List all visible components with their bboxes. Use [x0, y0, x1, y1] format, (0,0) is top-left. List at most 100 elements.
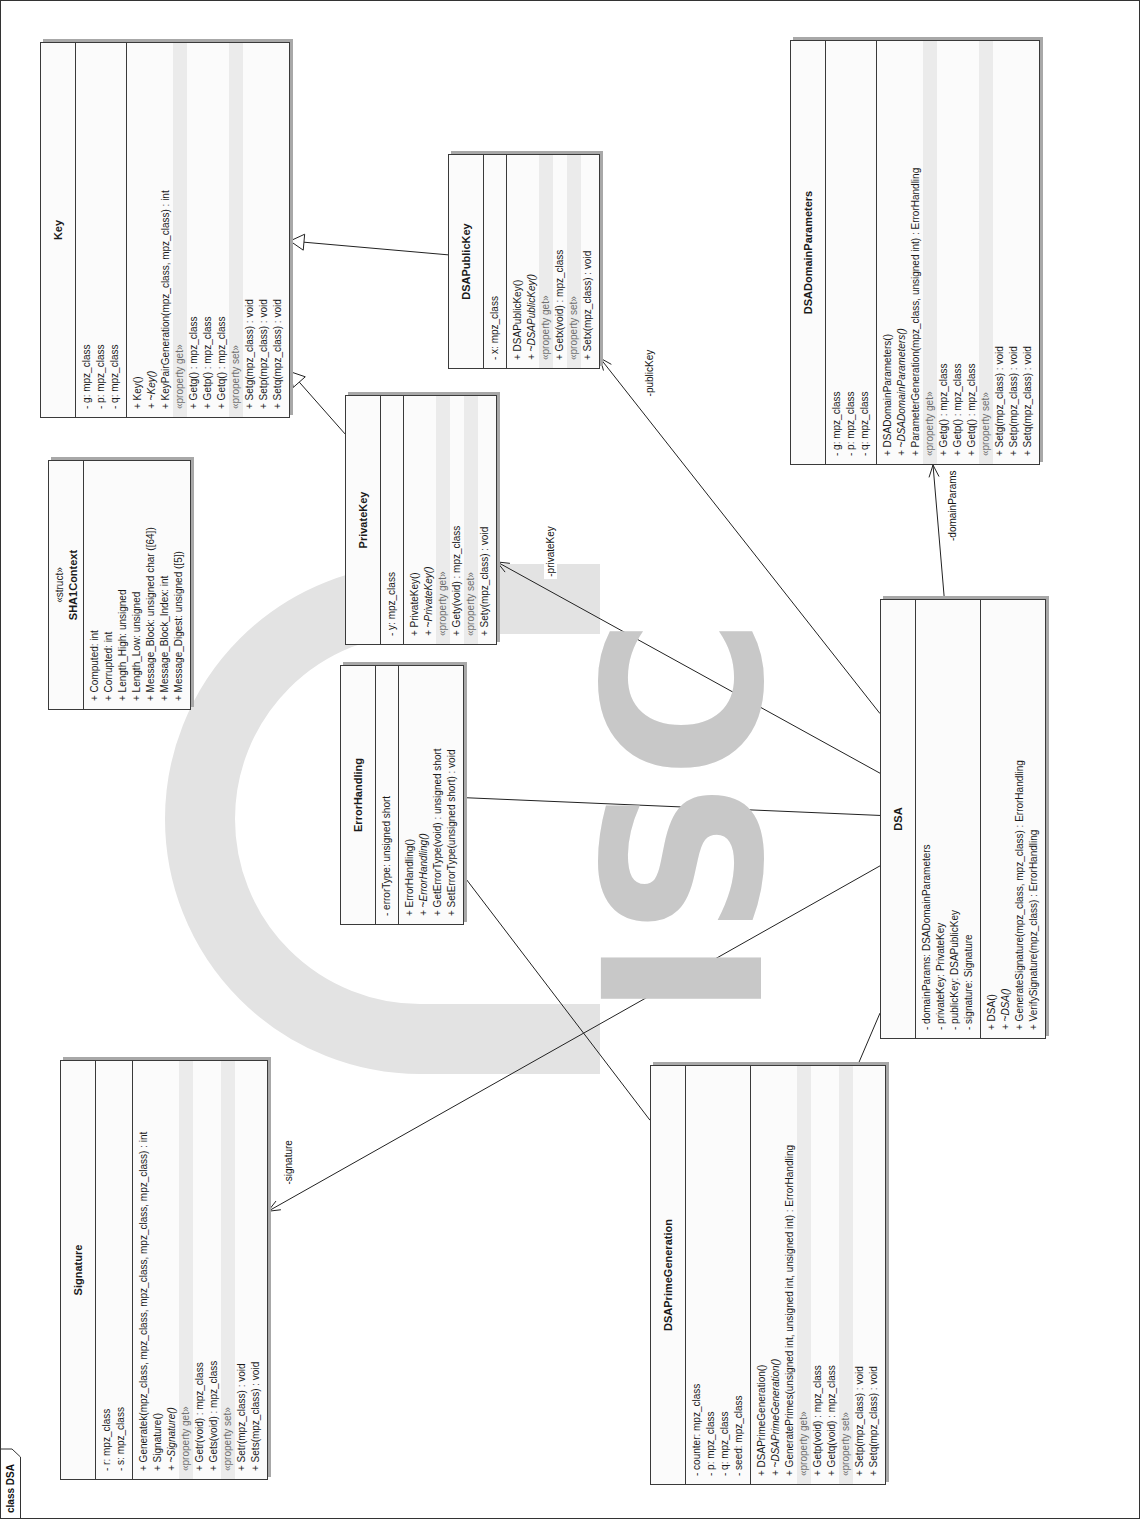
- role-name: -privateKey: [544, 524, 557, 579]
- class-compartment: + PrivateKey()+ ~PrivateKey()«property g…: [403, 396, 496, 644]
- class-compartment: - errorType: unsigned short: [375, 666, 398, 924]
- class-member: - g: mpz_class: [80, 43, 94, 417]
- class-member: + Signature(): [151, 1061, 165, 1479]
- class-compartment: - domainParams: DSADomainParameters- pri…: [915, 600, 980, 1038]
- uml-class-box: DSAPublicKey- x: mpz_class+ DSAPublicKey…: [448, 154, 600, 369]
- class-member: + ParameterGeneration(mpz_class, unsigne…: [909, 41, 923, 464]
- association-arrowhead: [268, 1201, 281, 1211]
- connector: [858, 1013, 880, 1065]
- association-arrowhead: [600, 358, 611, 371]
- property-group: «property get»: [539, 155, 553, 368]
- class-member: + Setp(mpz_class) : void: [853, 1066, 867, 1484]
- class-name: SHA1Context: [66, 550, 80, 620]
- class-name: DSADomainParameters: [801, 191, 815, 315]
- class-member: - signature: Signature: [962, 600, 976, 1038]
- class-member: - g: mpz_class: [830, 41, 844, 464]
- class-compartment: - y: mpz_class: [380, 396, 403, 644]
- class-member: + ~Signature(): [165, 1061, 179, 1479]
- class-header: «struct»SHA1Context: [49, 461, 83, 709]
- class-member: + SetErrorType(unsigned short) : void: [445, 666, 459, 924]
- class-member: - q: mpz_class: [108, 43, 122, 417]
- class-member: + Getp(void) : mpz_class: [811, 1066, 825, 1484]
- class-member: + ~DSA(): [999, 600, 1013, 1038]
- class-name: Key: [51, 220, 65, 240]
- class-member: + Gety(void) : mpz_class: [450, 396, 464, 644]
- class-member: + Message_Block_Index: int: [158, 461, 172, 709]
- class-member: - s: mpz_class: [114, 1061, 128, 1479]
- property-group: «property set»: [221, 1061, 235, 1479]
- class-name: DSAPublicKey: [459, 223, 473, 299]
- class-name: ErrorHandling: [351, 758, 365, 832]
- class-name: DSAPrimeGeneration: [661, 1219, 675, 1331]
- class-compartment: - r: mpz_class- s: mpz_class: [95, 1061, 132, 1479]
- association-arrowhead: [497, 562, 510, 572]
- class-compartment: - g: mpz_class- p: mpz_class- q: mpz_cla…: [75, 43, 126, 417]
- class-compartment: + ErrorHandling()+ ~ErrorHandling()+ Get…: [398, 666, 463, 924]
- class-compartment: + DSAPublicKey()+ ~DSAPublicKey()«proper…: [506, 155, 599, 368]
- class-member: + ~ErrorHandling(): [417, 666, 431, 924]
- class-member: + Corrupted: int: [102, 461, 116, 709]
- connector: [290, 372, 345, 434]
- class-header: Signature: [61, 1061, 95, 1479]
- class-member: + Getq(void) : mpz_class: [825, 1066, 839, 1484]
- class-member: - q: mpz_class: [858, 41, 872, 464]
- stereotype: «struct»: [53, 567, 66, 603]
- class-member: + GeneratePrimes(unsigned int, unsigned …: [783, 1066, 797, 1484]
- class-member: - seed: mpz_class: [732, 1066, 746, 1484]
- class-member: + DSA(): [985, 600, 999, 1038]
- class-member: - counter: mpz_class: [690, 1066, 704, 1484]
- class-member: + Key(): [131, 43, 145, 417]
- role-name: -signature: [282, 1138, 295, 1186]
- class-compartment: + DSADomainParameters()+ ~DSADomainParam…: [876, 41, 1039, 464]
- class-member: + Setp(mpz_class) : void: [257, 43, 271, 417]
- class-member: + GenerateSignature(mpz_class, mpz_class…: [1013, 600, 1027, 1038]
- frame-tab: [1, 1449, 21, 1519]
- connector-line: [299, 382, 345, 434]
- class-name: Signature: [71, 1245, 85, 1296]
- uml-class-box: PrivateKey- y: mpz_class+ PrivateKey()+ …: [345, 395, 497, 645]
- class-header: DSADomainParameters: [791, 41, 825, 464]
- class-name: DSA: [891, 807, 905, 830]
- class-member: - privateKey: PrivateKey: [934, 600, 948, 1038]
- class-member: + Setr(mpz_class) : void: [235, 1061, 249, 1479]
- connector-line: [858, 1013, 880, 1065]
- frame-title: class DSA: [4, 1464, 17, 1513]
- uml-class-box: Signature- r: mpz_class- s: mpz_class+ G…: [60, 1060, 268, 1480]
- class-member: + VerifySignature(mpz_class) : ErrorHand…: [1027, 600, 1041, 1038]
- class-member: + Getq() : mpz_class: [215, 43, 229, 417]
- class-member: - errorType: unsigned short: [380, 666, 394, 924]
- class-member: + ~DSAPublicKey(): [525, 155, 539, 368]
- class-member: + ErrorHandling(): [403, 666, 417, 924]
- class-member: + Message_Digest: unsigned ([5]): [172, 461, 186, 709]
- connector-line: [933, 465, 944, 599]
- class-compartment: + Key()+ ~Key()+ KeyPairGeneration(mpz_c…: [126, 43, 289, 417]
- class-member: - publicKey: DSAPublicKey: [948, 600, 962, 1038]
- property-group: «property get»: [173, 43, 187, 417]
- class-member: - domainParams: DSADomainParameters: [920, 600, 934, 1038]
- class-member: + Setg(mpz_class) : void: [243, 43, 257, 417]
- class-compartment: + DSA()+ ~DSA()+ GenerateSignature(mpz_c…: [980, 600, 1045, 1038]
- class-member: + ~DSADomainParameters(): [895, 41, 909, 464]
- class-member: - q: mpz_class: [718, 1066, 732, 1484]
- class-member: + Getp() : mpz_class: [201, 43, 215, 417]
- class-member: + Getr(void) : mpz_class: [193, 1061, 207, 1479]
- class-member: + Getg() : mpz_class: [187, 43, 201, 417]
- property-group: «property set»: [464, 396, 478, 644]
- connector: [290, 234, 448, 255]
- class-member: + DSAPrimeGeneration(): [755, 1066, 769, 1484]
- uml-class-box: DSADomainParameters - g: mpz_class- p: mp…: [790, 40, 1040, 465]
- class-member: + Setq(mpz_class) : void: [1021, 41, 1035, 464]
- class-member: + Setq(mpz_class) : void: [271, 43, 285, 417]
- property-group: «property set»: [979, 41, 993, 464]
- role-name: -publicKey: [643, 348, 656, 399]
- class-member: - p: mpz_class: [844, 41, 858, 464]
- property-group: «property set»: [839, 1066, 853, 1484]
- class-member: + DSADomainParameters(): [881, 41, 895, 464]
- property-group: «property set»: [229, 43, 243, 417]
- class-member: + Length_Low: unsigned: [130, 461, 144, 709]
- class-compartment: + Generatek(mpz_class, mpz_class, mpz_cl…: [132, 1061, 267, 1479]
- uml-class-box: DSA- domainParams: DSADomainParameters- …: [880, 599, 1046, 1039]
- class-member: + Length_High: unsigned: [116, 461, 130, 709]
- class-header: PrivateKey: [346, 396, 380, 644]
